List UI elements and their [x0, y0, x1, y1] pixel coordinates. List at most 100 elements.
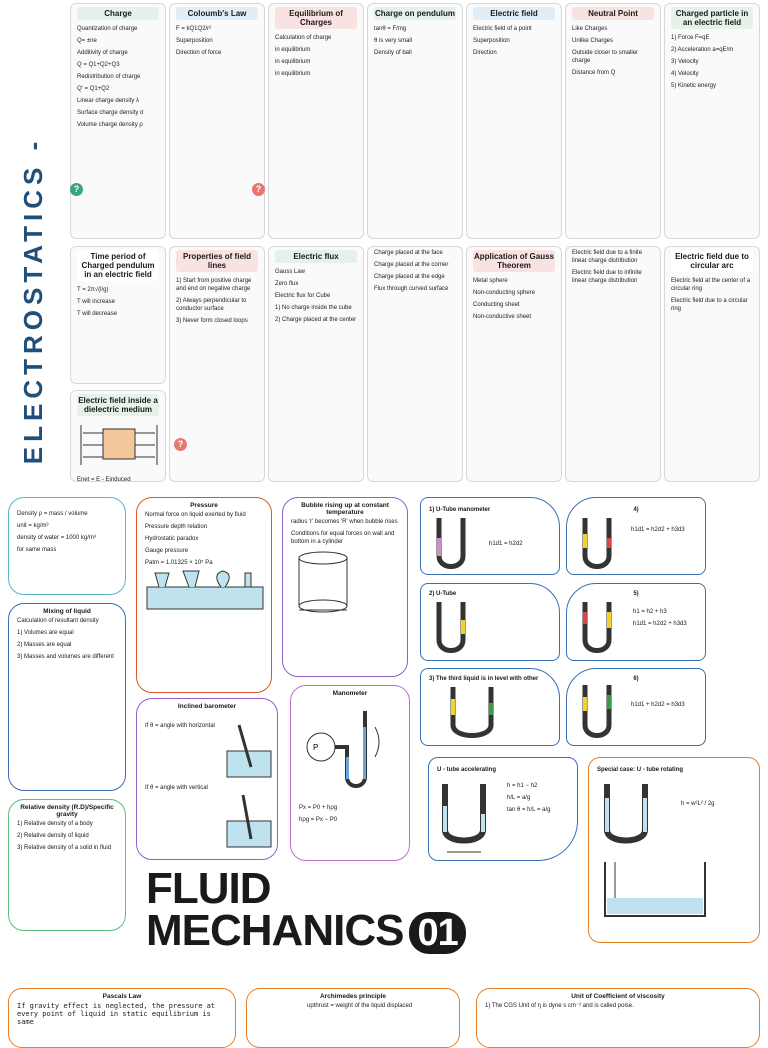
text-line: 3) Masses and volumes are different	[17, 654, 114, 660]
manometer-title: Manometer	[332, 690, 368, 697]
card-line: Electric flux for Cube	[275, 293, 331, 299]
card-line: Electric field due to infinite linear ch…	[572, 270, 642, 284]
utube-4-formula: h1d1 = h2d2 + h3d3	[631, 527, 685, 533]
utube-4-box: 4) h1d1 = h2d2 + h3d3	[566, 497, 706, 575]
utube-5-formula-2: h1d1 = h2d2 + h3d3	[633, 621, 687, 627]
card-line: in equilibrium	[275, 47, 311, 53]
card-line: 4) Velocity	[671, 71, 699, 77]
density-box: Density ρ = mass / volume unit = kg/m³ den…	[8, 497, 126, 595]
inclined-barometer-title: Inclined barometer	[177, 703, 237, 710]
card-line: Flux through curved surface	[374, 286, 449, 292]
archimedes-title: Archimedes principle	[319, 993, 387, 1000]
dielectric-formula: Enet = E - Einduced	[77, 477, 131, 482]
card-line: Q= ±ne	[77, 38, 97, 44]
card-title: Coloumb's Law	[176, 7, 258, 20]
card-line: Direction of force	[176, 50, 222, 56]
card-line: Additivity of charge	[77, 50, 128, 56]
card-line: Charge placed at the corner	[374, 262, 449, 268]
card-line: T = 2π√(l/g)	[77, 287, 109, 293]
utube-6-title: 6)	[633, 676, 639, 682]
text-line: Density ρ = mass / volume	[17, 511, 88, 517]
card-line: 2) Always perpendicular to conductor sur…	[176, 298, 247, 312]
text-line: 3) Relative density of a solid in fluid	[17, 845, 112, 851]
question-icon: ?	[70, 183, 83, 196]
question-icon: ?	[174, 438, 187, 451]
text-line: radius 'r' becomes 'R' when bubble rises	[291, 519, 398, 525]
utube-6-diagram	[582, 685, 612, 738]
text-line: h = h1 − h2	[507, 783, 538, 789]
electrostatics-card: Electric field due to a finite linear ch…	[565, 246, 661, 482]
text-line: 1) Relative density of a body	[17, 821, 93, 827]
card-line: Quantization of charge	[77, 26, 138, 32]
rotating-tank-diagram	[604, 862, 706, 917]
utube-accelerating-title: U - tube accelerating	[437, 767, 497, 773]
card-title: Electric field	[473, 7, 555, 20]
utube-5-diagram	[582, 602, 612, 653]
utube-6-box: 6) h1d1 + h2d2 = h3d3	[566, 668, 706, 746]
question-icon: ?	[252, 183, 265, 196]
cylinder-diagram	[298, 551, 348, 613]
density-content: Density ρ = mass / volume unit = kg/m³ den…	[9, 498, 125, 556]
manometer-diagram: P	[306, 711, 380, 788]
utube-accelerating-diagram	[442, 784, 486, 853]
card-line: 5) Kinetic energy	[671, 83, 717, 89]
pascals-law-text: If gravity effect is neglected, the pres…	[17, 1002, 216, 1026]
text-line: for same mass	[17, 547, 57, 553]
card-line: Electric field due to a circular ring	[671, 298, 748, 312]
card-line: 3) Velocity	[671, 59, 699, 65]
pressure-vessels-diagram	[146, 570, 264, 610]
card-line: Gauss Law	[275, 269, 306, 275]
archimedes-text: upthrust = weight of the liquid displace…	[307, 1003, 413, 1009]
card-line: Electric field due to a finite linear ch…	[572, 250, 643, 264]
headline-badge: 01	[409, 912, 466, 954]
card-line: Conducting sheet	[473, 302, 520, 308]
utube-5-formula-1: h1 = h2 + h3	[633, 609, 667, 615]
electrostatics-title-wrap: ELECTROSTATICS -	[10, 136, 58, 463]
card-line: Electric field of a point	[473, 26, 532, 32]
inclined-barometer-box: Inclined barometer If θ = angle with hor…	[136, 698, 278, 860]
card-line: Redistribution of charge	[77, 74, 141, 80]
dielectric-card: Electric field inside a dielectric mediu…	[70, 390, 166, 482]
utube-2-box: 2) U-Tube	[420, 583, 560, 661]
dielectric-diagram	[80, 425, 158, 465]
card-line: 2) Charge placed at the center	[275, 317, 357, 323]
electrostatics-title: ELECTROSTATICS -	[18, 136, 49, 464]
utube-6-formula: h1d1 + h2d2 = h3d3	[631, 702, 685, 708]
archimedes-box: Archimedes principle upthrust = weight o…	[246, 988, 460, 1048]
utube-5-title: 5)	[633, 591, 639, 597]
card-line: Surface charge density σ	[77, 110, 144, 116]
text-line: density of water = 1000 kg/m³	[17, 535, 96, 541]
pressure-box: Pressure Normal force on liquid exerted …	[136, 497, 272, 693]
text-line: unit = kg/m³	[17, 523, 49, 529]
card-line: F = kQ1Q2/r²	[176, 26, 212, 32]
viscosity-text: 1) The CGS Unit of η is dyne s cm⁻² and …	[485, 1003, 634, 1009]
card-line: 1) Start from positive charge and end on…	[176, 278, 252, 292]
card-title: Charge	[77, 7, 159, 20]
card-title: Charge on pendulum	[374, 7, 456, 20]
card-line: θ is very small	[374, 38, 413, 44]
card-line: Superposition	[473, 38, 510, 44]
text-line: Conditions for equal forces on wall and …	[291, 531, 395, 545]
utube-1-formula: h1d1 = h2d2	[489, 541, 523, 547]
pascals-law-title: Pascals Law	[102, 993, 142, 1000]
card-title: Application of Gauss Theorem	[473, 250, 555, 272]
card-line: Density of ball	[374, 50, 412, 56]
text-line: Normal force on liquid exerted by fluid	[145, 512, 246, 518]
card-title: Electric field due to circular arc	[671, 250, 753, 272]
card-line: 3) Never form closed loops	[176, 318, 248, 324]
relative-density-title: Relative density (R.D)/Specific gravity	[20, 804, 114, 818]
text-line: tan θ = h/L = a/g	[507, 807, 551, 813]
utube-rotating-title: Special case: U - tube rotating	[597, 767, 684, 773]
text-line: Calculation of resultant density	[17, 618, 99, 624]
text-line: Hydrostatic paradox	[145, 536, 199, 542]
utube-rotating-diagram	[604, 784, 648, 844]
bubble-content: radius 'r' becomes 'R' when bubble rises…	[283, 516, 407, 548]
